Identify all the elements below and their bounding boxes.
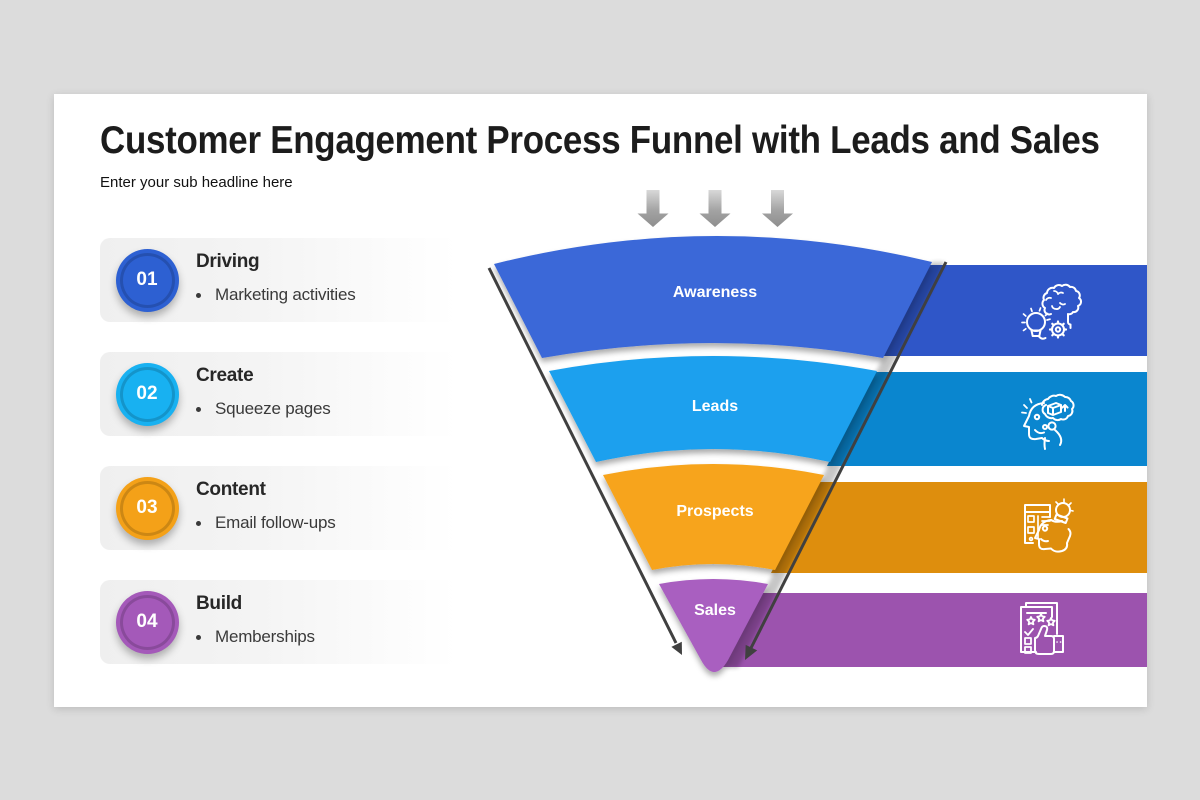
svg-text:Prospects: Prospects	[676, 503, 753, 520]
svg-text:Sales: Sales	[694, 602, 736, 619]
svg-text:Leads: Leads	[692, 398, 738, 415]
svg-text:Awareness: Awareness	[673, 284, 757, 301]
